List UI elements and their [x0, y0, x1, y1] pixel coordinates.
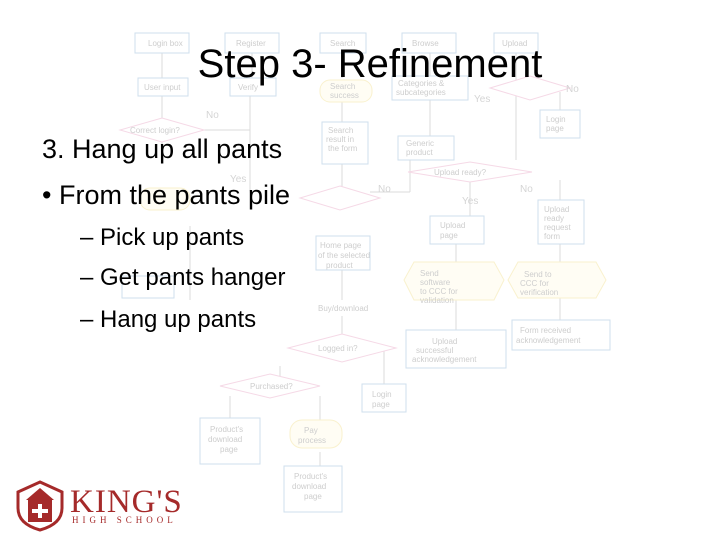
svg-text:Correct login?: Correct login?	[130, 126, 180, 135]
svg-text:Buy/download: Buy/download	[318, 304, 368, 313]
svg-text:Login: Login	[372, 390, 392, 399]
svg-text:successful: successful	[416, 346, 454, 355]
step-heading: 3. Hang up all pants	[42, 134, 283, 164]
svg-text:verification: verification	[520, 288, 558, 297]
svg-text:Upload ready?: Upload ready?	[434, 168, 487, 177]
svg-text:Purchased?: Purchased?	[250, 382, 293, 391]
svg-text:Yes: Yes	[230, 174, 246, 185]
svg-text:page: page	[220, 445, 238, 454]
school-crest-icon	[16, 480, 64, 532]
svg-text:Register: Register	[236, 39, 266, 48]
svg-text:subcategories: subcategories	[396, 88, 446, 97]
svg-text:Product's: Product's	[294, 472, 327, 481]
svg-text:validation: validation	[420, 296, 454, 305]
svg-text:software: software	[420, 278, 451, 287]
svg-text:page: page	[440, 231, 458, 240]
svg-text:process: process	[298, 436, 326, 445]
sub-bullet-get-hanger: – Get pants hanger	[80, 264, 286, 291]
svg-text:Verify: Verify	[238, 83, 258, 92]
svg-text:Generic: Generic	[406, 139, 434, 148]
svg-text:Send: Send	[420, 269, 439, 278]
svg-text:No: No	[566, 84, 579, 95]
school-logo-subtitle: HIGH SCHOOL	[72, 515, 177, 525]
svg-text:No: No	[378, 184, 391, 195]
svg-text:Product's: Product's	[210, 425, 243, 434]
svg-text:Login box: Login box	[148, 39, 183, 48]
svg-text:to CCC for: to CCC for	[420, 287, 458, 296]
svg-text:No: No	[206, 110, 219, 121]
svg-text:Send to: Send to	[524, 270, 552, 279]
svg-text:User input: User input	[144, 83, 181, 92]
svg-text:product: product	[326, 261, 353, 270]
svg-text:Upload: Upload	[502, 39, 527, 48]
svg-text:acknowledgement: acknowledgement	[516, 336, 581, 345]
svg-text:result in: result in	[326, 135, 354, 144]
svg-text:download: download	[208, 435, 242, 444]
school-logo-name: KING'S	[70, 484, 183, 520]
svg-text:Home page: Home page	[320, 241, 362, 250]
svg-text:Login: Login	[546, 115, 566, 124]
svg-text:No: No	[520, 184, 533, 195]
sub-bullet-hang-up: – Hang up pants	[80, 306, 257, 333]
svg-text:CCC for: CCC for	[520, 279, 549, 288]
svg-text:Yes: Yes	[462, 196, 478, 207]
svg-text:form: form	[544, 232, 560, 241]
svg-text:page: page	[304, 492, 322, 501]
svg-text:Browse: Browse	[412, 39, 439, 48]
svg-text:download: download	[292, 482, 326, 491]
svg-text:acknowledgement: acknowledgement	[412, 355, 477, 364]
svg-text:Upload: Upload	[544, 205, 569, 214]
svg-text:page: page	[546, 124, 564, 133]
svg-text:Upload: Upload	[432, 337, 457, 346]
svg-text:Categories &: Categories &	[398, 79, 445, 88]
svg-text:Form received: Form received	[520, 326, 571, 335]
sub-bullet-pick-up: – Pick up pants	[80, 224, 245, 251]
svg-text:product: product	[406, 148, 433, 157]
svg-text:Pay: Pay	[304, 426, 318, 435]
svg-text:Yes: Yes	[474, 94, 490, 105]
svg-text:success: success	[330, 91, 359, 100]
svg-text:Logged in?: Logged in?	[318, 344, 358, 353]
slide-title: Step 3- Refinement	[197, 42, 543, 86]
svg-text:Search: Search	[330, 39, 355, 48]
svg-text:Upload: Upload	[440, 221, 465, 230]
svg-text:page: page	[372, 400, 390, 409]
svg-text:of the selected: of the selected	[318, 251, 370, 260]
svg-text:the form: the form	[328, 144, 358, 153]
svg-text:Search: Search	[330, 82, 355, 91]
svg-text:request: request	[544, 223, 571, 232]
svg-text:Search: Search	[328, 126, 353, 135]
bullet-from-pile: • From the pants pile	[42, 180, 291, 210]
svg-text:ready: ready	[544, 214, 564, 223]
